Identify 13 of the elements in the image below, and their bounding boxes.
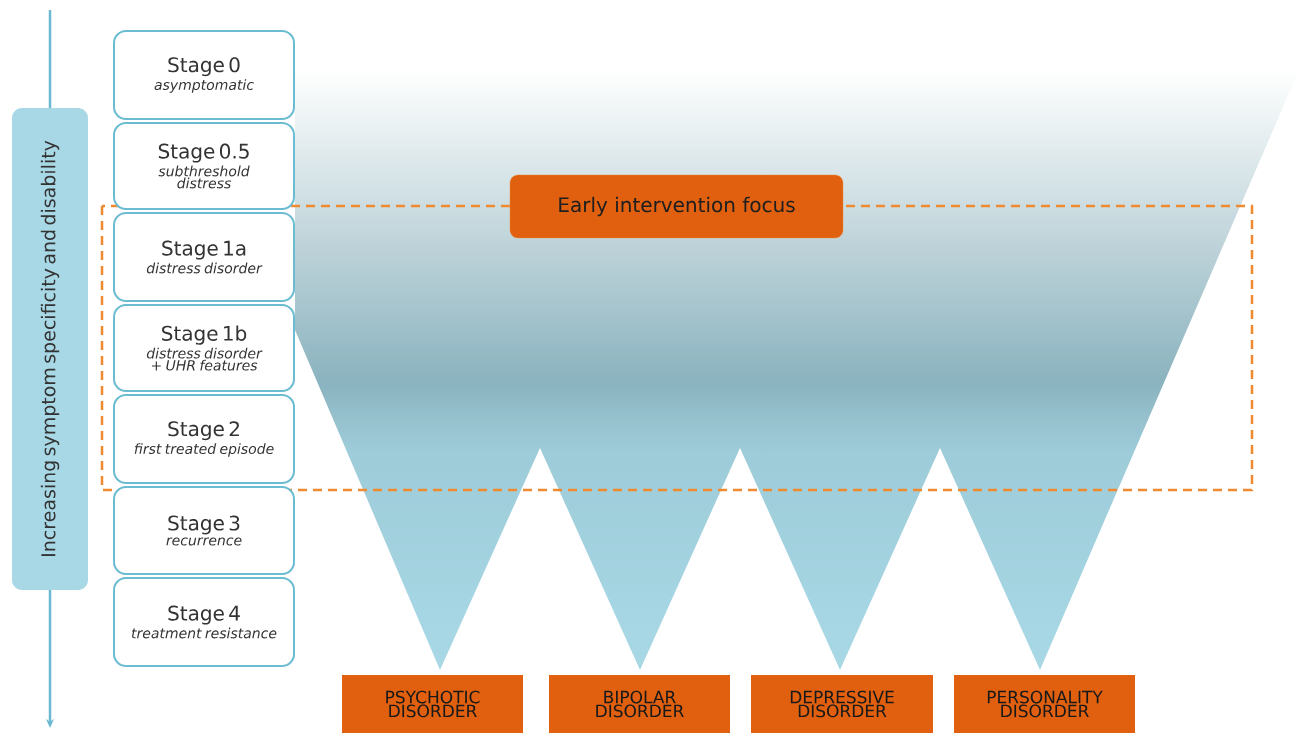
stage-box: Stage 1b distress disorder + UHR features [113,304,295,392]
stage-box: Stage 0 asymptomatic [113,30,295,120]
stage-box: Stage 2 first treated episode [113,394,295,484]
disorder-box: BIPOLAR DISORDER [549,675,730,733]
disorder-box: PSYCHOTIC DISORDER [342,675,523,733]
disorder-box: DEPRESSIVE DISORDER [751,675,933,733]
stage-box: Stage 0.5 subthreshold distress [113,122,295,210]
stage-box: Stage 3 recurrence [113,486,295,575]
stage-box: Stage 1a distress disorder [113,212,295,302]
disorder-box: PERSONALITY DISORDER [954,675,1135,733]
stage-box: Stage 4 treatment resistance [113,577,295,667]
axis-label-box: Increasing symptom specificity and disability [12,108,88,590]
focus-label-box: Early intervention focus [509,174,844,239]
